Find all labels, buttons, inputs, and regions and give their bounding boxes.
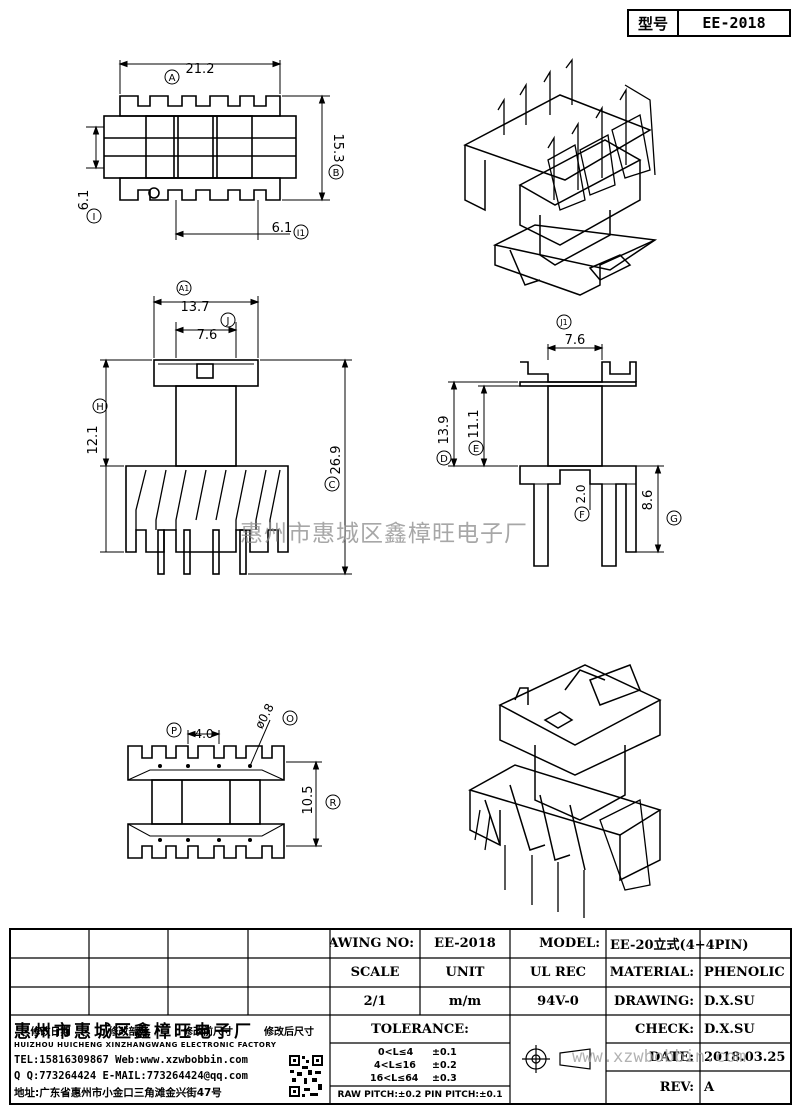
model-row-value: EE-20立式(4+4PIN) <box>610 938 749 953</box>
front-view: 13.7 7.6 12.1 26.9 A1 J H C <box>86 280 352 576</box>
company-name-en: HUIZHOU HUICHENG XINZHANGWANG ELECTRONIC… <box>14 1041 277 1049</box>
model-number-box: EE-2018 <box>677 9 791 37</box>
label-a: A <box>169 73 176 84</box>
label-j: J <box>226 316 230 327</box>
dim-top-pin-left: 6.1 <box>77 190 92 211</box>
watermark-company: 惠州市惠城区鑫樟旺电子厂 <box>240 521 528 547</box>
model-label: 型号 <box>637 14 668 33</box>
rev-col-date: 修改日期 <box>30 1026 71 1038</box>
dim-top-height: 15.3 <box>330 134 345 163</box>
dim-top-width: 21.2 <box>186 62 215 77</box>
ul-label: UL REC <box>529 965 587 980</box>
date-value: 2018.03.25 <box>704 1049 786 1065</box>
tolerance-label: TOLERANCE: <box>371 1022 469 1037</box>
ul-value: 94V-0 <box>537 993 579 1009</box>
dim-top-pin-bottom: 6.1 <box>272 221 293 236</box>
drawing-no-value: EE-2018 <box>434 936 496 951</box>
company-address: 地址:广东省惠州市小金口三角滩金兴街47号 <box>14 1086 222 1099</box>
dim-side-h1: 13.9 <box>437 416 452 445</box>
tol-range-3: 16<L≤64 <box>370 1072 419 1084</box>
pitch-tolerance: RAW PITCH:±0.2 PIN PITCH:±0.1 <box>337 1090 503 1100</box>
drawing-by-value: D.X.SU <box>704 993 755 1009</box>
dim-front-total: 26.9 <box>329 446 344 475</box>
company-tel: TEL:15816309867 Web:www.xzwbobbin.com <box>14 1053 248 1066</box>
dim-bottom-height: 10.5 <box>301 786 316 815</box>
label-i: I <box>93 212 96 223</box>
rev-value: A <box>704 1079 715 1095</box>
unit-label: UNIT <box>445 965 485 980</box>
tol-range-2: 4<L≤16 <box>374 1059 416 1071</box>
tol-value-2: ±0.2 <box>432 1059 457 1071</box>
material-label: MATERIAL: <box>609 965 694 980</box>
label-c: C <box>329 480 336 491</box>
company-qq: Q Q:773264424 E-MAIL:773264424@qq.com <box>14 1069 248 1082</box>
label-i1: I1 <box>297 229 305 239</box>
dim-front-pitch: 7.6 <box>197 328 218 343</box>
dim-front-width: 13.7 <box>181 300 210 315</box>
dim-side-pitch: 7.6 <box>565 333 586 348</box>
label-h: H <box>96 402 104 413</box>
label-d: D <box>440 454 448 465</box>
date-label: DATE: <box>648 1049 694 1065</box>
label-f: F <box>579 510 585 521</box>
qr-code-icon <box>288 1054 324 1098</box>
iso-view-top <box>463 58 658 296</box>
label-e: E <box>473 444 479 455</box>
dim-side-leg: 8.6 <box>641 490 656 511</box>
scale-value: 2/1 <box>363 993 387 1009</box>
dim-bottom-hole: ø0.8 <box>252 701 277 731</box>
top-view: 21.2 15.3 6.1 6.1 A B I I1 <box>77 60 345 240</box>
rev-col-before: 修改前尺寸 <box>183 1026 233 1038</box>
rev-col-part: 修改部分 <box>108 1026 149 1038</box>
technical-drawing: 21.2 15.3 6.1 6.1 A B I I1 <box>77 58 682 918</box>
iso-view-bottom <box>468 664 662 918</box>
label-b: B <box>333 168 340 179</box>
unit-value: m/m <box>448 993 482 1009</box>
label-g: G <box>670 514 678 525</box>
dim-bottom-pitch: 4.0 <box>194 727 213 741</box>
drawing-no-label: DRAWING NO: <box>330 936 414 951</box>
label-p: P <box>171 726 177 737</box>
model-label-box: 型号 <box>627 9 679 37</box>
model-row-label: MODEL: <box>539 936 600 951</box>
projection-symbol <box>522 1045 591 1073</box>
watermark-url: www.xzwbobbin.com <box>572 1047 746 1067</box>
dim-front-upper: 12.1 <box>86 426 101 455</box>
tol-value-3: ±0.3 <box>432 1072 457 1084</box>
tol-value-1: ±0.1 <box>432 1046 457 1058</box>
label-r: R <box>330 798 337 809</box>
title-block-grid <box>9 928 792 1105</box>
dim-side-pin: 2.0 <box>574 484 588 503</box>
label-o: O <box>286 714 294 725</box>
rev-label: REV: <box>659 1079 694 1095</box>
model-number: EE-2018 <box>702 14 766 32</box>
scale-label: SCALE <box>350 965 400 980</box>
check-value: D.X.SU <box>704 1021 755 1037</box>
side-view: 7.6 13.9 11.1 2.0 8.6 J1 D E F G <box>436 314 682 567</box>
bottom-view: 4.0 ø0.8 10.5 P O R <box>127 701 341 859</box>
drawing-by-label: DRAWING: <box>614 993 694 1009</box>
tol-range-1: 0<L≤4 <box>378 1046 414 1058</box>
material-value: PHENOLIC <box>704 965 785 980</box>
label-j1: J1 <box>559 318 567 327</box>
company-name-cn: 惠州市惠城区鑫樟旺电子厂 <box>14 1021 254 1041</box>
dim-side-h2: 11.1 <box>467 410 482 439</box>
label-a1: A1 <box>179 284 190 293</box>
check-label: CHECK: <box>635 1021 694 1037</box>
rev-col-after: 修改后尺寸 <box>264 1026 314 1038</box>
